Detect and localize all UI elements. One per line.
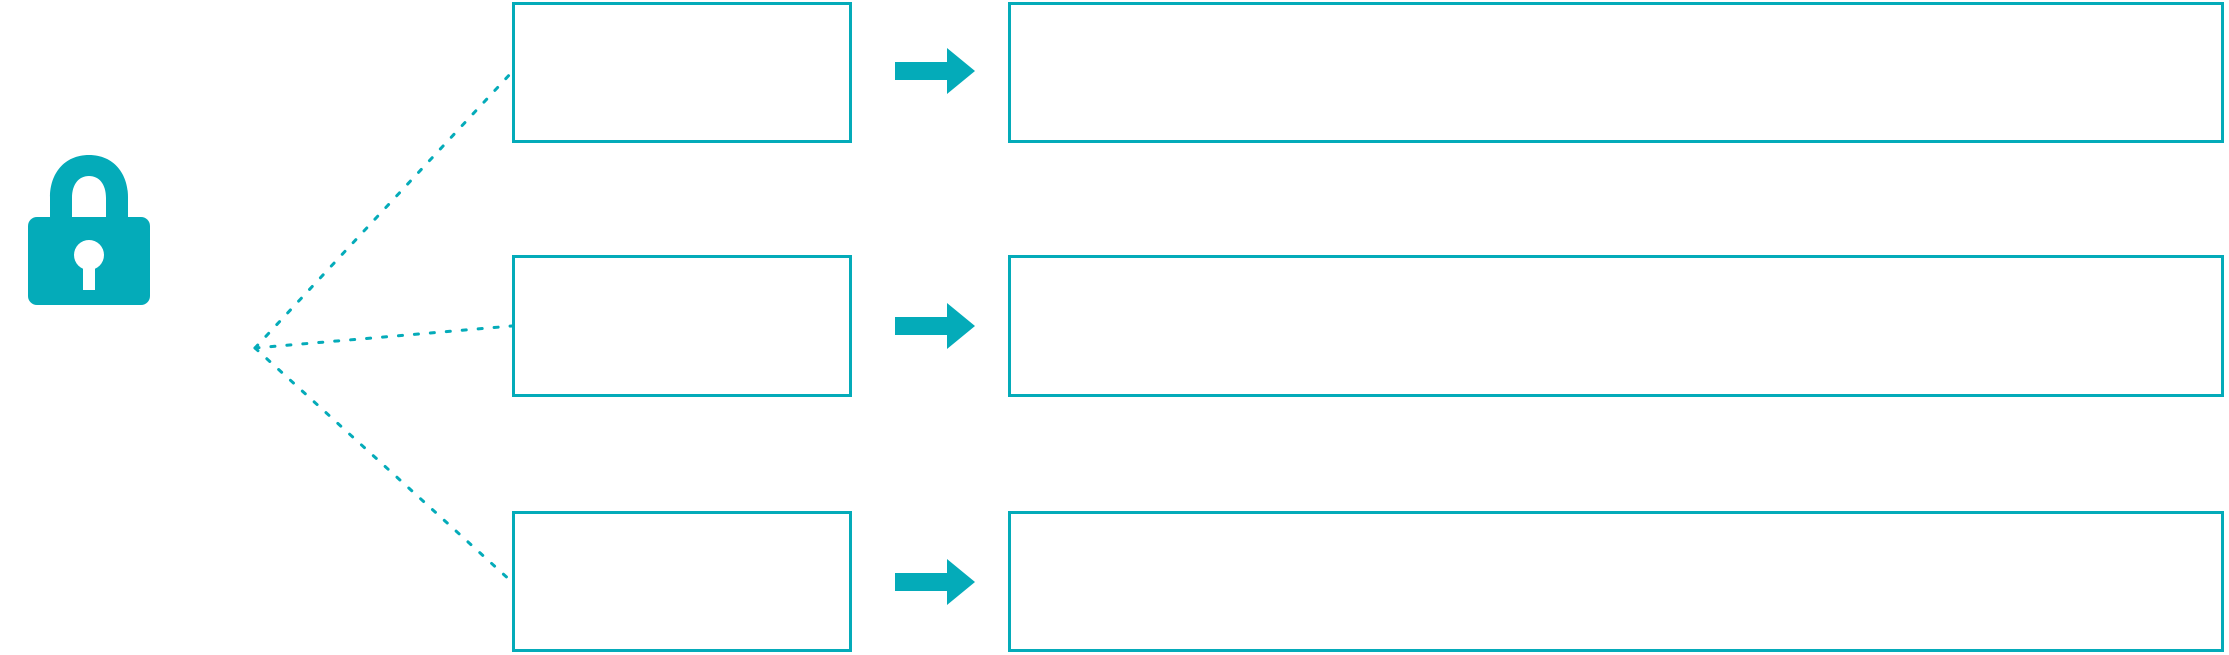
lock-icon [28,155,150,305]
left-box-3[interactable] [512,511,852,652]
arrow-right-icon-3 [895,559,975,605]
arrow-right-icon-1 [895,48,975,94]
connector-line-3 [253,346,514,584]
right-box-1[interactable] [1008,2,2224,143]
right-box-2[interactable] [1008,255,2224,397]
connector-line-2 [253,324,514,350]
arrow-right-icon-2 [895,303,975,349]
connector-line-1 [253,70,514,350]
left-box-2[interactable] [512,255,852,397]
left-box-1[interactable] [512,2,852,143]
right-box-3[interactable] [1008,511,2224,652]
